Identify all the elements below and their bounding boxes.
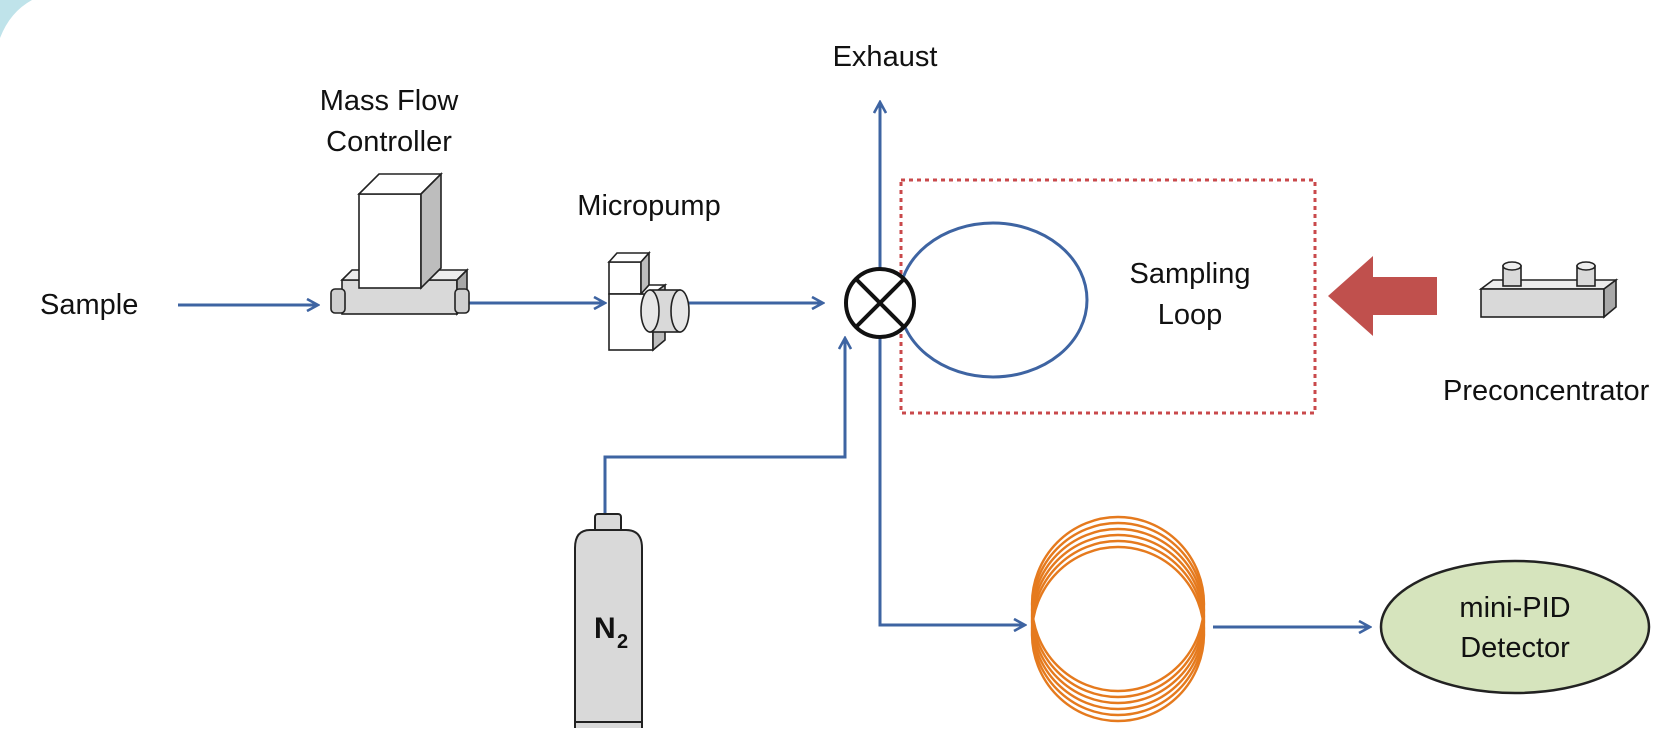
detector-ellipse — [1379, 559, 1651, 695]
n2-supply-line — [603, 338, 845, 515]
detector-label-line2: Detector — [1460, 632, 1570, 664]
sampling-loop-coil — [897, 221, 1089, 379]
sampling-loop-label-line2: Loop — [1158, 299, 1223, 331]
gc-column-coil-icon — [1030, 515, 1206, 723]
sampling-loop-box — [899, 178, 1317, 415]
detector-label-line1: mini-PID — [1459, 592, 1570, 624]
preconcentrator-icon — [1478, 261, 1619, 319]
mfc-label-line1: Mass Flow — [320, 85, 460, 117]
gas-cylinder-icon — [574, 513, 643, 728]
preconcentrator-label: Preconcentrator — [1443, 375, 1650, 407]
micropump-label: Micropump — [577, 190, 720, 222]
exhaust-label: Exhaust — [833, 41, 938, 73]
mfc-label-line2: Controller — [326, 126, 452, 158]
six-port-valve-icon — [844, 267, 916, 339]
flow-lines — [178, 102, 1370, 627]
micropump-icon — [607, 250, 690, 352]
n2-label: N — [594, 612, 616, 645]
transfer-arrow — [1328, 256, 1437, 336]
mass-flow-controller-icon — [330, 172, 470, 316]
sample-label: Sample — [40, 289, 138, 321]
corner-accent — [0, 0, 32, 38]
valve-to-column-line — [878, 335, 1025, 625]
n2-subscript: 2 — [617, 631, 628, 653]
sampling-loop-label-line1: Sampling — [1130, 258, 1251, 290]
